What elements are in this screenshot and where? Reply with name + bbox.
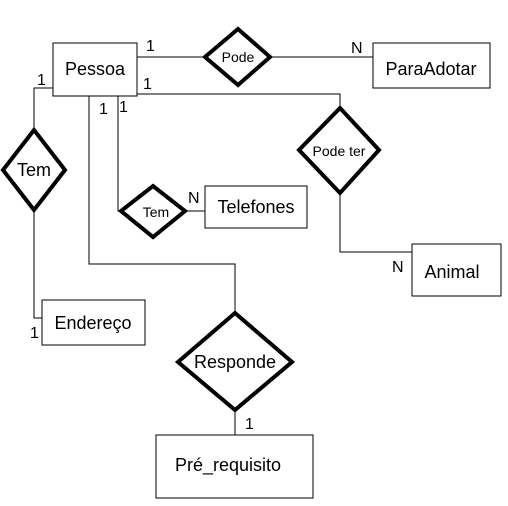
card-pode-paraadotar: N bbox=[351, 40, 363, 57]
entity-pessoa-box bbox=[52, 42, 138, 97]
line-pessoa-podeter bbox=[137, 93, 341, 108]
line-tem-endereco bbox=[33, 210, 42, 319]
rel-pode-label: Pode bbox=[222, 49, 255, 65]
card-pessoa-responde: 1 bbox=[99, 101, 108, 118]
entity-telefones-box bbox=[204, 185, 308, 229]
entity-endereco-box bbox=[41, 299, 146, 346]
line-pessoa-responde bbox=[88, 96, 236, 313]
rel-responde-label: Responde bbox=[194, 352, 276, 372]
entity-endereco-label: Endereço bbox=[54, 313, 131, 333]
card-pessoa-pode: 1 bbox=[146, 38, 155, 55]
entity-animal-box bbox=[411, 243, 502, 297]
cardinalities: 1 N 1 N 1 1 1 1 N 1 bbox=[30, 38, 404, 433]
rel-podeter-label: Pode ter bbox=[313, 143, 366, 159]
card-pessoa-tem-tel: 1 bbox=[119, 99, 128, 116]
relationships bbox=[0, 26, 382, 413]
rel-tem-telefones-label: Tem bbox=[143, 204, 169, 220]
rel-tem-endereco-label: Tem bbox=[17, 160, 51, 180]
card-responde-prerequisito: 1 bbox=[245, 416, 254, 433]
entity-paraadotar-box bbox=[372, 42, 491, 89]
card-podeter-animal: N bbox=[392, 259, 404, 276]
card-pessoa-tem: 1 bbox=[37, 72, 46, 89]
line-podeter-animal bbox=[339, 193, 412, 253]
card-pessoa-podeter: 1 bbox=[143, 76, 152, 93]
connector-lines bbox=[33, 56, 412, 435]
entity-paraadotar-label: ParaAdotar bbox=[385, 59, 476, 79]
entities bbox=[41, 42, 502, 499]
card-tem-endereco: 1 bbox=[30, 325, 39, 342]
entity-labels: Pessoa ParaAdotar Telefones Animal Ender… bbox=[54, 59, 479, 476]
line-pessoa-tem bbox=[33, 87, 53, 130]
rel-tem-telefones-diamond bbox=[117, 183, 189, 240]
card-tem-telefones: N bbox=[188, 190, 200, 207]
relationship-labels: Pode Pode ter Tem Tem Responde bbox=[17, 49, 366, 372]
entity-prerequisito-box bbox=[155, 434, 314, 499]
rel-pode-diamond bbox=[201, 26, 274, 88]
rel-podeter-diamond bbox=[296, 105, 382, 196]
rel-tem-endereco-diamond bbox=[0, 126, 68, 214]
entity-pessoa-label: Pessoa bbox=[65, 59, 126, 79]
entity-prerequisito-label: Pré_requisito bbox=[175, 455, 281, 476]
entity-telefones-label: Telefones bbox=[217, 197, 294, 217]
rel-responde-diamond bbox=[174, 310, 296, 413]
entity-animal-label: Animal bbox=[424, 262, 479, 282]
